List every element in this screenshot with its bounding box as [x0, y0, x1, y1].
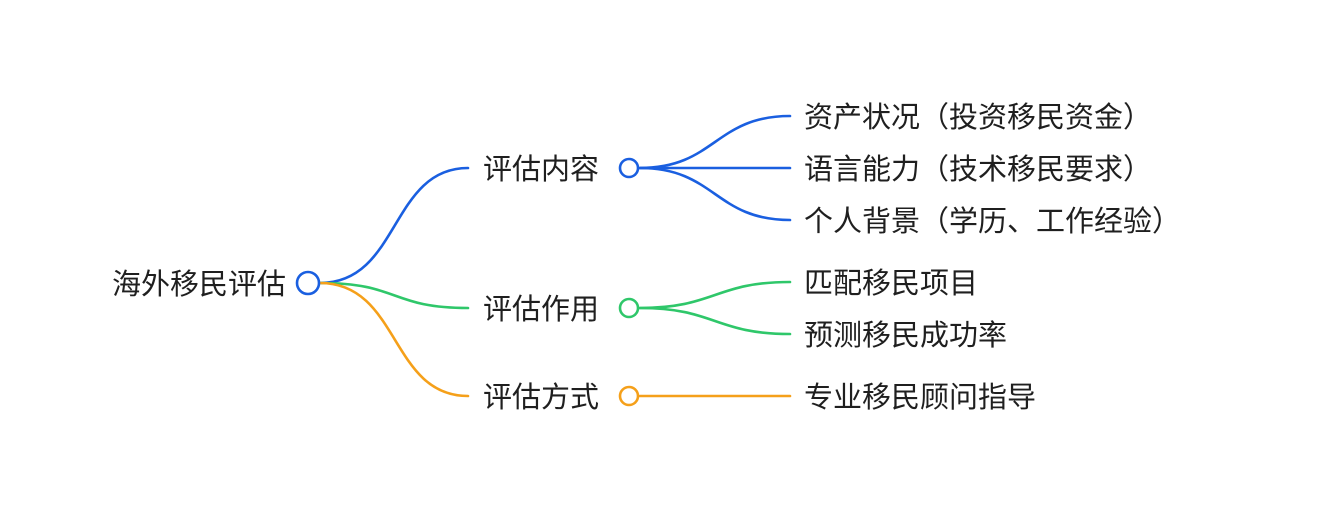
leaf-node-label: 语言能力（技术移民要求）: [804, 152, 1152, 186]
leaf-node-label: 匹配移民项目: [804, 266, 978, 300]
edge-root-to-branch-content: [318, 166, 470, 285]
edge-effect-to-leaf-match: [638, 280, 792, 310]
branch-node-dot[interactable]: [618, 385, 640, 407]
leaf-node-label: 预测移民成功率: [804, 318, 1007, 352]
edge-content-to-leaf-assets: [638, 114, 792, 170]
edge-root-to-branch-method: [318, 281, 470, 398]
branch-node-dot[interactable]: [618, 157, 640, 179]
leaf-node-label: 专业移民顾问指导: [804, 380, 1036, 414]
leaf-node-label: 个人背景（学历、工作经验）: [804, 204, 1181, 238]
edge-content-to-leaf-background: [638, 166, 792, 222]
root-node-label: 海外移民评估: [112, 267, 286, 301]
branch-node-label: 评估内容: [483, 152, 599, 186]
branch-node-label: 评估作用: [483, 292, 599, 326]
edge-effect-to-leaf-predict: [638, 306, 792, 336]
leaf-node-label: 资产状况（投资移民资金）: [804, 100, 1152, 134]
edge-root-to-branch-effect: [318, 281, 470, 310]
branch-node-label: 评估方式: [483, 380, 599, 414]
branch-node-dot[interactable]: [618, 297, 640, 319]
root-node-dot[interactable]: [295, 270, 321, 296]
